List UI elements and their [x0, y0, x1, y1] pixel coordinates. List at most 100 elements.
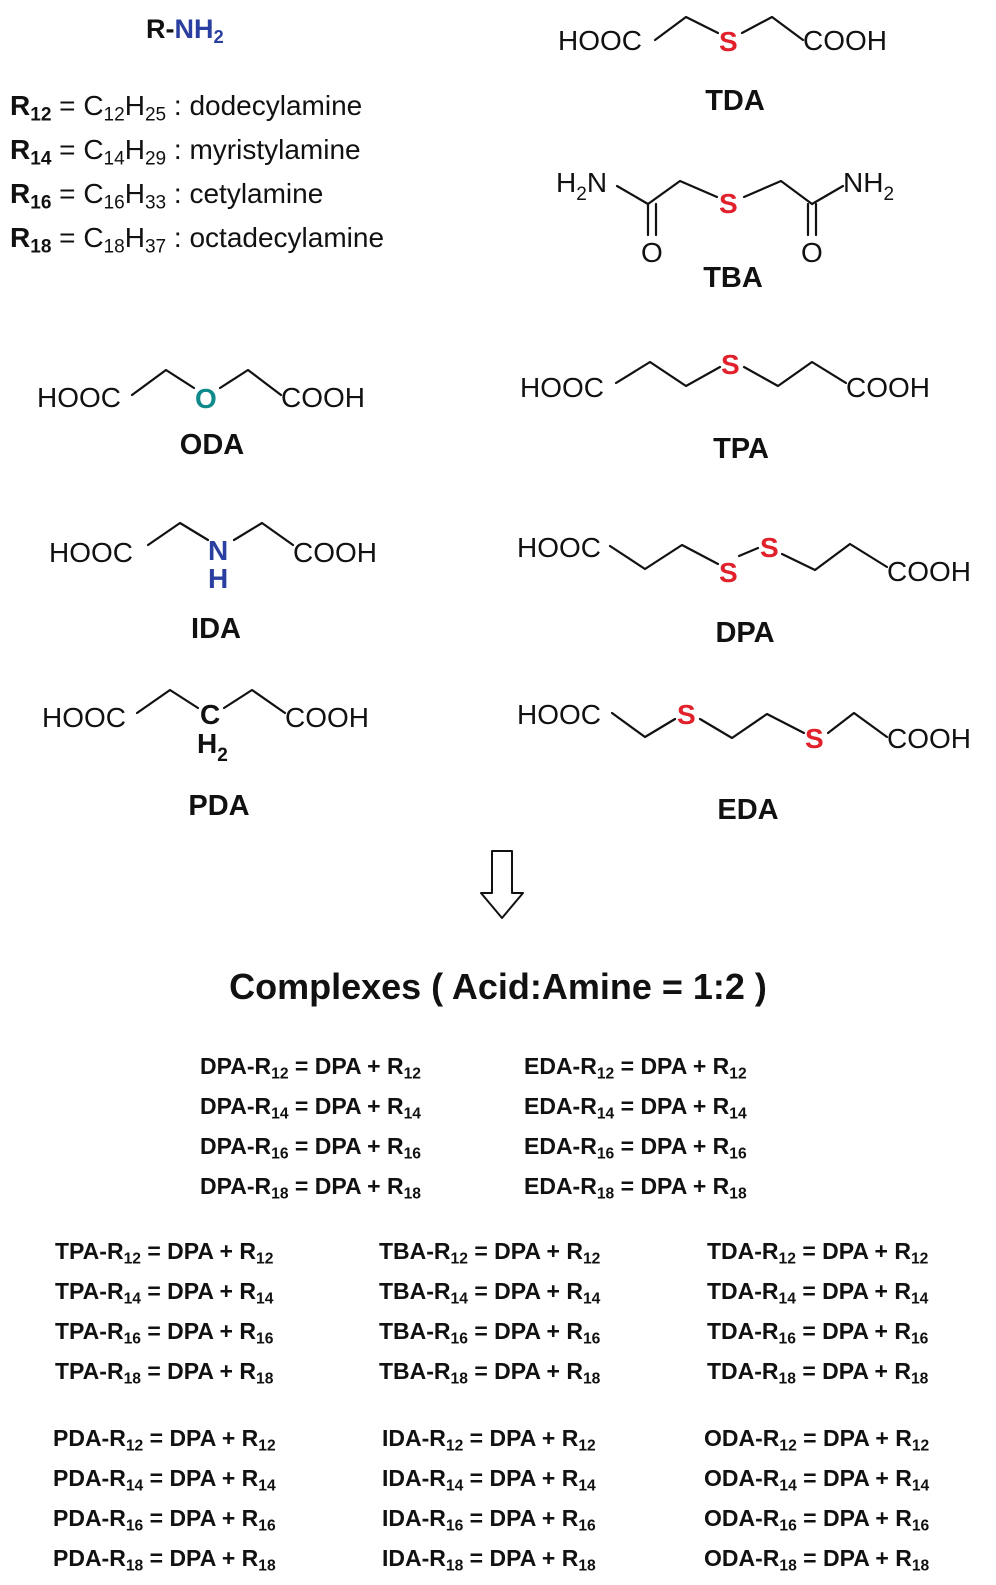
- complex-equation: TDA-R18 = DPA + R18: [707, 1358, 929, 1388]
- tda-cooh: COOH: [803, 25, 887, 56]
- complex-equation: ODA-R18 = DPA + R18: [704, 1545, 930, 1575]
- complex-equation: TDA-R16 = DPA + R16: [707, 1318, 929, 1348]
- complex-equation: TBA-R14 = DPA + R14: [379, 1278, 601, 1308]
- complex-equation: TPA-R18 = DPA + R18: [55, 1358, 274, 1388]
- amine-row-r12: R12 = C12H25 : dodecylamine: [10, 90, 363, 126]
- pda-carbon-h2: H2: [197, 728, 228, 766]
- pda-carbon: C: [200, 699, 220, 730]
- complex-equation: TPA-R14 = DPA + R14: [55, 1278, 274, 1308]
- tba-sulfur: S: [719, 188, 738, 219]
- complex-equation: PDA-R12 = DPA + R12: [53, 1425, 276, 1455]
- acid-structures: HOOC S COOH H2N S NH2 O O HOOC O COOH HO…: [37, 15, 971, 919]
- complex-equation: DPA-R18 = DPA + R18: [200, 1173, 421, 1203]
- complex-equation: TDA-R14 = DPA + R14: [707, 1278, 929, 1308]
- eda-bonds-a: [610, 711, 677, 739]
- pda-label: PDA: [188, 790, 249, 822]
- complex-equation: EDA-R14 = DPA + R14: [524, 1093, 747, 1123]
- complex-equation: IDA-R14 = DPA + R14: [382, 1465, 596, 1495]
- tba-nh2: NH2: [843, 167, 894, 205]
- tpa-cooh: COOH: [846, 372, 930, 403]
- oda-label: ODA: [180, 429, 245, 461]
- amine-row-r16: R16 = C16H33 : cetylamine: [10, 178, 324, 214]
- down-arrow-outline-icon: [480, 850, 524, 919]
- tba-label: TBA: [703, 262, 763, 294]
- tda-label: TDA: [705, 85, 765, 117]
- complex-equation: IDA-R18 = DPA + R18: [382, 1545, 596, 1575]
- complex-equation: DPA-R14 = DPA + R14: [200, 1093, 421, 1123]
- ida-hooc: HOOC: [49, 537, 133, 568]
- complex-equation: EDA-R18 = DPA + R18: [524, 1173, 747, 1203]
- pda-cooh: COOH: [285, 702, 369, 733]
- ida-nitrogen: N: [208, 535, 228, 566]
- tpa-bonds-right: [742, 360, 848, 388]
- tpa-sulfur: S: [721, 349, 740, 380]
- complex-equation: TBA-R18 = DPA + R18: [379, 1358, 601, 1388]
- tpa-bonds-left: [614, 360, 722, 388]
- pda-bonds-left: [135, 688, 200, 715]
- complex-equation: IDA-R16 = DPA + R16: [382, 1505, 596, 1535]
- dpa-hooc: HOOC: [517, 532, 601, 563]
- dpa-bonds-right: [780, 542, 889, 572]
- eda-hooc: HOOC: [517, 699, 601, 730]
- oda-bonds-left: [130, 368, 196, 397]
- complex-equation: DPA-R12 = DPA + R12: [200, 1053, 421, 1083]
- tpa-hooc: HOOC: [520, 372, 604, 403]
- pda-bonds-right: [222, 688, 287, 715]
- oda-hooc: HOOC: [37, 382, 121, 413]
- complex-equation: TDA-R12 = DPA + R12: [707, 1238, 929, 1268]
- oda-oxygen: O: [195, 383, 217, 414]
- dpa-cooh: COOH: [887, 556, 971, 587]
- complex-equation: ODA-R16 = DPA + R16: [704, 1505, 930, 1535]
- complex-equation: ODA-R14 = DPA + R14: [704, 1465, 930, 1495]
- complex-equation: IDA-R12 = DPA + R12: [382, 1425, 596, 1455]
- eda-label: EDA: [717, 794, 778, 826]
- dpa-label: DPA: [715, 617, 774, 649]
- oda-cooh: COOH: [281, 382, 365, 413]
- tda-bonds: [653, 15, 720, 42]
- complex-equation: EDA-R12 = DPA + R12: [524, 1053, 747, 1083]
- amine-general-formula: R-NH2: [146, 14, 224, 48]
- complex-equation: ODA-R12 = DPA + R12: [704, 1425, 930, 1455]
- ida-bonds-right: [232, 521, 295, 547]
- complex-equation: EDA-R16 = DPA + R16: [524, 1133, 747, 1163]
- dpa-bonds-left: [608, 543, 720, 571]
- complex-equation: TBA-R12 = DPA + R12: [379, 1238, 601, 1268]
- tba-oxygen-right: O: [801, 237, 823, 268]
- ida-nitrogen-h: H: [208, 563, 228, 594]
- amine-row-r18: R18 = C18H37 : octadecylamine: [10, 222, 385, 258]
- tda-bonds-right: [740, 15, 805, 42]
- tda-hooc: HOOC: [558, 25, 642, 56]
- tba-bonds-right: [742, 179, 845, 206]
- oda-bonds-right: [218, 368, 283, 397]
- tda-sulfur: S: [719, 26, 738, 57]
- dpa-sulfur-2: S: [760, 532, 779, 563]
- complex-equation: PDA-R14 = DPA + R14: [53, 1465, 276, 1495]
- pda-hooc: HOOC: [42, 702, 126, 733]
- tba-h2n: H2N: [556, 167, 607, 205]
- amine-row-r14: R14 = C14H29 : myristylamine: [10, 134, 361, 170]
- tba-bonds-left: [615, 179, 719, 206]
- eda-bonds-b: [698, 712, 806, 740]
- ida-cooh: COOH: [293, 537, 377, 568]
- complex-equation: PDA-R18 = DPA + R18: [53, 1545, 276, 1575]
- complex-equation: TPA-R12 = DPA + R12: [55, 1238, 274, 1268]
- tpa-label: TPA: [713, 433, 769, 465]
- eda-cooh: COOH: [887, 723, 971, 754]
- ida-bonds-left: [146, 521, 210, 547]
- eda-sulfur-2: S: [805, 723, 824, 754]
- complex-equation: TBA-R16 = DPA + R16: [379, 1318, 601, 1348]
- complex-equation: PDA-R16 = DPA + R16: [53, 1505, 276, 1535]
- eda-bonds-c: [826, 711, 889, 739]
- ida-label: IDA: [191, 613, 241, 645]
- eda-sulfur-1: S: [677, 699, 696, 730]
- dpa-sulfur-1: S: [719, 557, 738, 588]
- complexes-title: Complexes ( Acid:Amine = 1:2 ): [229, 966, 767, 1007]
